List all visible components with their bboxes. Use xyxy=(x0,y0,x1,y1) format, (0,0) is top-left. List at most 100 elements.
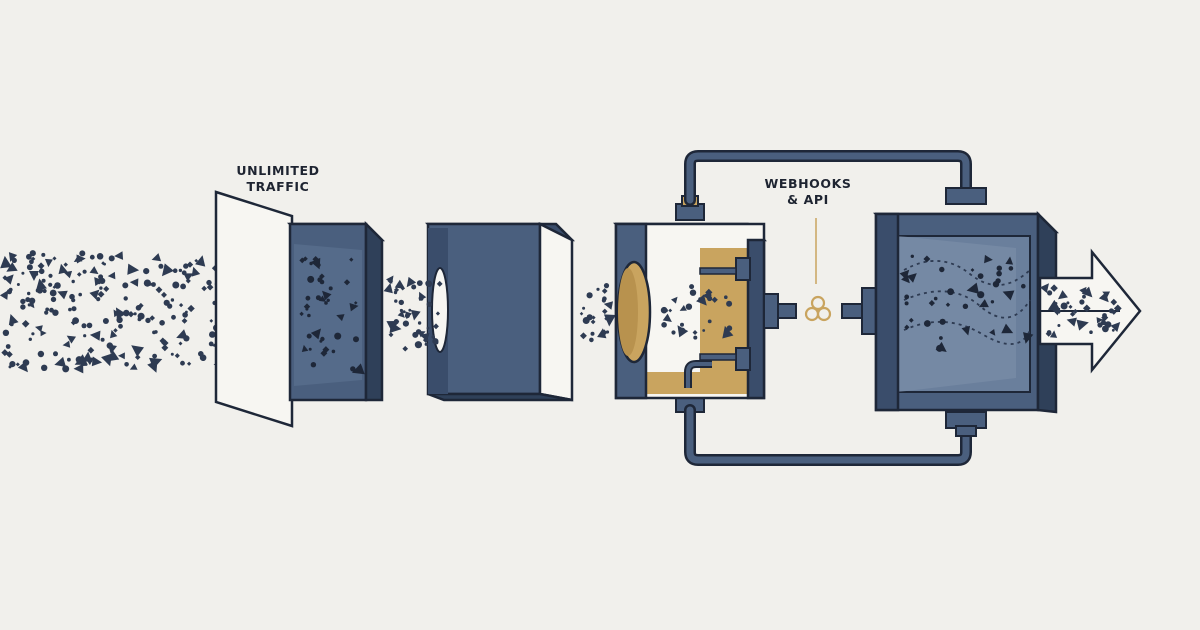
particle-dot xyxy=(37,350,45,358)
particle-triangle xyxy=(35,325,43,333)
particle-square xyxy=(52,256,57,261)
particle-dot xyxy=(582,306,586,310)
particle-triangle xyxy=(0,290,9,300)
particle-dot xyxy=(689,284,695,290)
particle-dot xyxy=(996,265,1002,271)
particle-triangle xyxy=(1049,330,1058,338)
particle-dot xyxy=(206,279,212,286)
particle-triangle xyxy=(301,344,309,353)
particle-dot xyxy=(1102,325,1109,333)
particle-dot xyxy=(137,312,145,320)
particle-dot xyxy=(102,318,109,324)
particle-square xyxy=(303,303,311,310)
particle-square xyxy=(161,344,169,352)
particle-dot xyxy=(42,288,47,294)
particle-dot xyxy=(707,319,712,324)
particle-dot xyxy=(45,307,50,312)
particle-triangle xyxy=(107,271,116,280)
particle-triangle xyxy=(1039,283,1049,293)
particle-dot xyxy=(124,362,129,367)
particle-triangle xyxy=(1057,290,1068,300)
particle-triangle xyxy=(603,301,614,310)
particle-dot xyxy=(16,283,20,286)
routing-chamber xyxy=(612,195,797,413)
particle-triangle xyxy=(109,350,120,361)
particle-dot xyxy=(69,293,75,300)
particle-dot xyxy=(89,254,95,260)
particle-square xyxy=(201,285,207,292)
particle-triangle xyxy=(978,299,989,308)
particle-dot xyxy=(209,331,216,338)
particle-dot xyxy=(660,306,668,314)
particle-dot xyxy=(123,296,128,301)
particle-dot xyxy=(331,349,336,354)
particle-dot xyxy=(317,277,323,283)
particle-dot xyxy=(41,278,46,283)
particle-dot xyxy=(605,330,610,334)
particle-dot xyxy=(75,356,83,364)
particle-square xyxy=(113,328,118,333)
particle-triangle xyxy=(118,352,125,360)
particle-square xyxy=(1068,304,1073,309)
particle-dot xyxy=(52,309,59,316)
particle-dot xyxy=(398,299,404,306)
particle-square xyxy=(600,329,608,336)
particle-dot xyxy=(589,337,594,343)
particle-dot xyxy=(586,292,593,299)
particle-triangle xyxy=(1079,286,1087,295)
particle-dot xyxy=(310,362,317,368)
particle-dot xyxy=(172,281,180,289)
particle-dot xyxy=(36,287,44,294)
particle-square xyxy=(103,285,110,292)
particle-dot xyxy=(661,322,667,328)
particle-triangle xyxy=(906,273,917,283)
particle-dot xyxy=(72,317,79,324)
particle-dot xyxy=(924,320,931,327)
particle-dot xyxy=(306,333,312,339)
particle-dot xyxy=(26,264,33,271)
particle-dot xyxy=(431,335,435,339)
particle-dot xyxy=(353,336,359,343)
particle-dot xyxy=(182,312,188,318)
particle-triangle xyxy=(58,263,68,275)
particle-dot xyxy=(49,289,57,297)
particle-dot xyxy=(183,335,190,342)
particle-dot xyxy=(702,329,706,332)
particle-square xyxy=(435,311,441,316)
particle-square xyxy=(601,288,608,294)
particle-dot xyxy=(977,273,984,279)
particle-dot xyxy=(28,337,32,341)
particle-dot xyxy=(432,338,439,345)
particle-triangle xyxy=(113,309,121,318)
filter-screen xyxy=(214,190,294,428)
particle-triangle xyxy=(984,254,993,264)
particle-dot xyxy=(83,334,87,338)
particle-square xyxy=(178,341,183,346)
particle-square xyxy=(590,319,596,325)
particle-dot xyxy=(172,268,178,274)
particle-square xyxy=(928,300,935,307)
particle-dot xyxy=(158,263,164,269)
particle-triangle xyxy=(161,263,174,277)
particle-triangle xyxy=(410,309,421,321)
particle-triangle xyxy=(8,252,18,262)
particle-triangle xyxy=(149,357,163,369)
particle-dot xyxy=(910,254,914,258)
particle-square xyxy=(343,279,351,286)
particle-triangle xyxy=(961,325,971,336)
particle-dot xyxy=(1060,302,1068,310)
particle-dot xyxy=(402,320,409,327)
particle-square xyxy=(353,301,358,305)
particle-triangle xyxy=(3,274,14,285)
particle-triangle xyxy=(131,345,145,357)
particle-triangle xyxy=(1047,299,1062,312)
particle-dot xyxy=(62,365,70,373)
particle-triangle xyxy=(1110,321,1121,332)
particle-square xyxy=(127,311,135,318)
particle-dot xyxy=(9,322,14,327)
particle-triangle xyxy=(1076,319,1089,331)
particle-dot xyxy=(1082,294,1086,299)
particle-dot xyxy=(326,298,330,302)
particle-dot xyxy=(399,308,403,313)
particle-dot xyxy=(143,268,150,275)
